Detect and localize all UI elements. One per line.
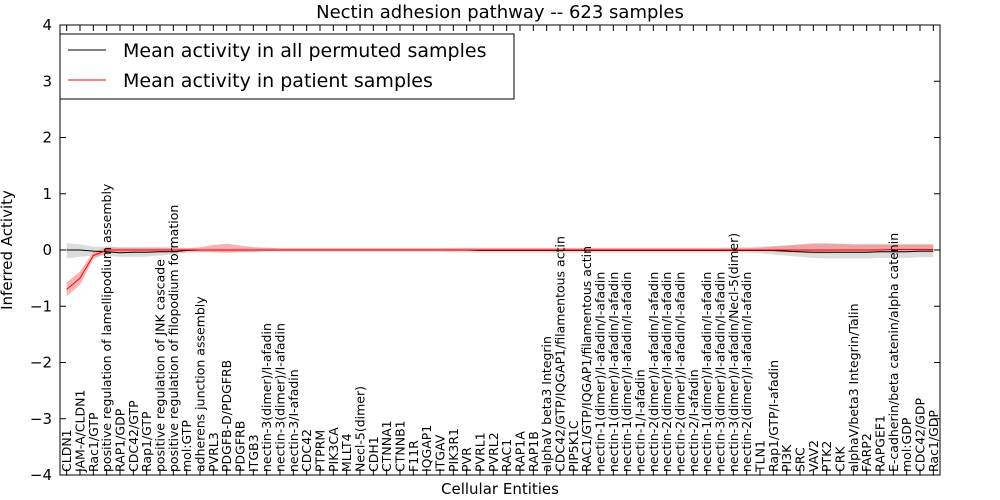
x-tick-label: TLN1	[753, 440, 768, 473]
x-tick-label: Rap1/GTP	[139, 411, 154, 472]
y-tick-label: 3	[42, 72, 52, 90]
x-tick-label: ITGAV	[433, 434, 448, 472]
x-tick-label: PVR	[459, 447, 474, 472]
x-tick-label: RAC1/GTP/IQGAP1/filamentous actin	[579, 246, 594, 472]
x-tick-label: PIP5K1C	[566, 420, 581, 472]
x-tick-label: alphaV beta3 Integrin	[539, 336, 554, 472]
x-tick-label: nectin-3(dimer)/I-afadin/I-afadin	[713, 272, 728, 472]
x-tick-label: PVRL3	[206, 432, 221, 472]
x-tick-label: CDC42/GTP/IQGAP1/filamentous actin	[553, 236, 568, 472]
x-tick-label: IQGAP1	[419, 425, 434, 472]
plot-frame	[59, 24, 941, 476]
chart-title: Nectin adhesion pathway -- 623 samples	[316, 2, 684, 23]
x-tick-label: SRC	[793, 447, 808, 472]
x-tick-label: Rac1/GDP	[926, 410, 941, 472]
x-tick-label: RAPGEF1	[873, 415, 888, 472]
x-tick-label: nectin-3/I-afadin	[286, 369, 301, 472]
y-tick-label: −4	[30, 466, 52, 484]
x-tick-label: PI3K	[779, 444, 794, 472]
x-tick-label: ITGB3	[246, 434, 261, 472]
x-tick-label: nectin-3(dimer)/I-afadin	[259, 323, 274, 472]
y-axis-label: Inferred Activity	[0, 190, 16, 310]
x-tick-label: CRK	[833, 446, 848, 472]
x-tick-label: RAP1/GDP	[113, 408, 128, 472]
x-tick-label: F11R	[406, 440, 421, 472]
x-tick-label: CLDN1	[59, 429, 74, 472]
x-tick-label: RAC1	[499, 439, 514, 472]
y-tick-label: −2	[30, 354, 52, 372]
x-tick-label: positive regulation of JNK cascade	[153, 259, 168, 472]
y-tick-label: 2	[42, 129, 52, 147]
x-tick-label: PTK2	[819, 441, 834, 472]
y-tick-label: −3	[30, 410, 52, 428]
x-tick-label: positive regulation of filopodium format…	[166, 205, 181, 472]
legend: Mean activity in all permuted samples Me…	[59, 33, 515, 100]
x-tick-label: FARP2	[859, 433, 874, 472]
x-axis-label: Cellular Entities	[441, 480, 559, 498]
x-tick-label: nectin-1/I-afadin	[633, 369, 648, 472]
x-tick-label: CTNNA1	[379, 420, 394, 472]
x-tick-label: Rap1/GTP/I-afadin	[766, 360, 781, 472]
x-tick-label: PIK3CA	[326, 427, 341, 472]
x-tick-label: mol:GTP	[179, 420, 194, 472]
x-tick-label: nectin-1(dimer)/I-afadin/I-afadin	[593, 272, 608, 472]
x-tick-label: nectin-2(dimer)/I-afadin/I-afadin	[646, 272, 661, 472]
x-tick-label: E-cadherin/beta catenin/alpha catenin	[886, 233, 901, 472]
x-tick-label: positive regulation of lamellipodium ass…	[99, 183, 114, 472]
x-tick-label: Rac1/GTP	[86, 412, 101, 472]
x-tick-label: nectin-2(dimer)/I-afadin/I-afadin	[739, 272, 754, 472]
legend-label-permuted: Mean activity in all permuted samples	[123, 40, 486, 62]
x-tick-label: CDC42/GTP	[126, 400, 141, 472]
x-tick-label: PVRL1	[473, 432, 488, 472]
series-line-1	[66, 248, 934, 290]
y-tick-label: 1	[42, 185, 52, 203]
x-tick-label: PVRL2	[486, 432, 501, 472]
x-tick-label: PTPRM	[313, 430, 328, 472]
x-tick-label: nectin-3(dimer)/I-afadin/Necl-5(dimer)	[726, 233, 741, 472]
x-tick-label: mol:GDP	[899, 417, 914, 472]
x-tick-label: nectin-2/I-afadin	[686, 369, 701, 472]
x-tick-label: nectin-1(dimer)/I-afadin/I-afadin	[699, 272, 714, 472]
x-tick-label: CDC42/GDP	[913, 397, 928, 472]
x-tick-label: PDGFB-D/PDGFRB	[219, 360, 234, 472]
x-tick-label: nectin-2(dimer)/I-afadin/I-afadin	[659, 272, 674, 472]
x-tick-label: nectin-1(dimer)/I-afadin/I-afadin	[606, 272, 621, 472]
x-tick-label: CDC42	[299, 429, 314, 472]
x-tick-label: RAP1B	[526, 431, 541, 472]
x-tick-label: nectin-3(dimer)/I-afadin	[273, 323, 288, 472]
x-tick-label: CTNNB1	[393, 420, 408, 472]
y-tick-label: −1	[30, 297, 52, 315]
legend-box	[59, 33, 515, 100]
x-tick-label: JAM-A/CLDN1	[73, 390, 88, 473]
x-tick-label: PIK3R1	[446, 428, 461, 472]
x-tick-label: VAV2	[806, 440, 821, 472]
x-tick-label: nectin-2(dimer)/I-afadin/I-afadin	[673, 272, 688, 472]
x-tick-label: alphaV/beta3 Integrin/Talin	[846, 304, 861, 473]
x-tick-label: RAP1A	[513, 431, 528, 472]
x-tick-label: Necl-5(dimer)	[353, 386, 368, 472]
y-tick-label: 0	[42, 241, 52, 259]
series-band-1	[66, 243, 934, 297]
y-tick-label: 4	[42, 16, 52, 34]
x-tick-label: MLLT4	[339, 433, 354, 472]
x-tick-label: nectin-1(dimer)/I-afadin/I-afadin	[619, 272, 634, 472]
x-tick-label: CDH1	[366, 436, 381, 472]
x-tick-label: adherens junction assembly	[193, 296, 208, 472]
legend-label-patient: Mean activity in patient samples	[123, 70, 433, 92]
x-tick-label: PDGFRB	[233, 421, 248, 472]
